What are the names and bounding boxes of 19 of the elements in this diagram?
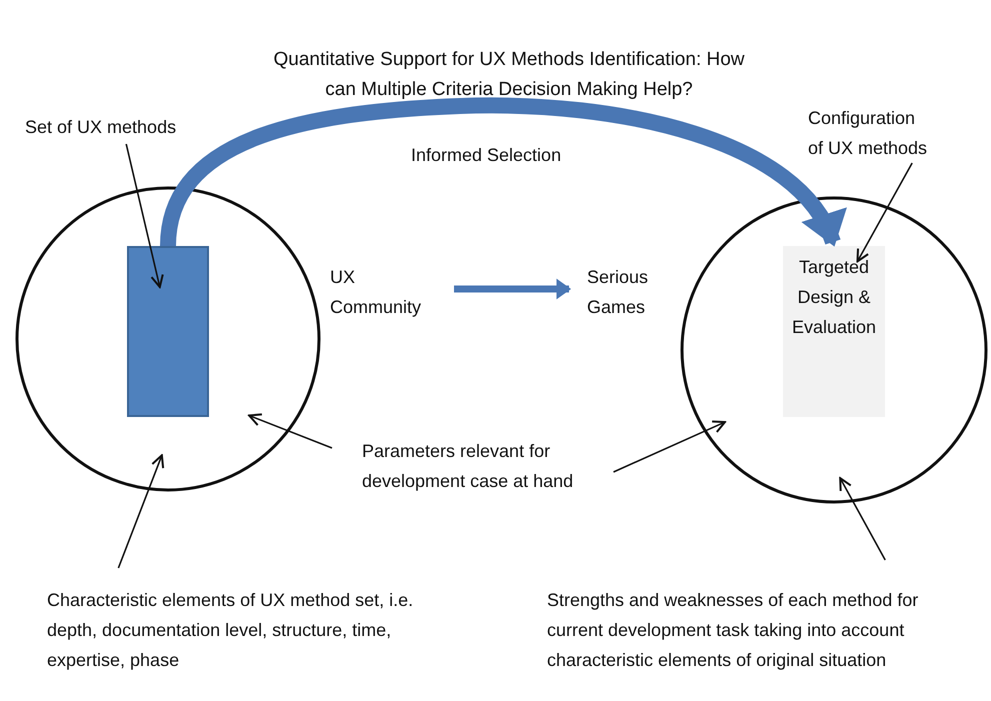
annotation-text: Serious Games	[587, 262, 677, 322]
annotation-text: Characteristic elements of UX method set, i.e. depth, documentation level, structure, time, expertise, phase	[47, 585, 467, 675]
block-arrow	[454, 278, 572, 300]
arrow	[125, 144, 164, 288]
arrow	[248, 413, 332, 449]
arrow	[118, 454, 164, 568]
diagram-title: Quantitative Support for UX Methods Identification: How can Multiple Criteria Decision Making Help?	[272, 48, 746, 102]
annotation-text: Configuration of UX methods	[808, 103, 932, 163]
annotation-text: Strengths and weaknesses of each method for current development task taking into account characteristic elements of original situation	[547, 585, 927, 675]
shaded-panel	[783, 246, 885, 417]
circle-outline	[680, 196, 988, 504]
method-set-block	[127, 246, 209, 417]
annotation-text: UX Community	[330, 262, 442, 322]
circle-outline	[15, 186, 321, 492]
arrow	[839, 477, 886, 560]
arrow	[856, 162, 913, 262]
annotation-text: Parameters relevant for development case at hand	[362, 436, 624, 496]
arrow	[613, 420, 726, 473]
node-text: Targeted Design & Evaluation	[790, 256, 878, 339]
